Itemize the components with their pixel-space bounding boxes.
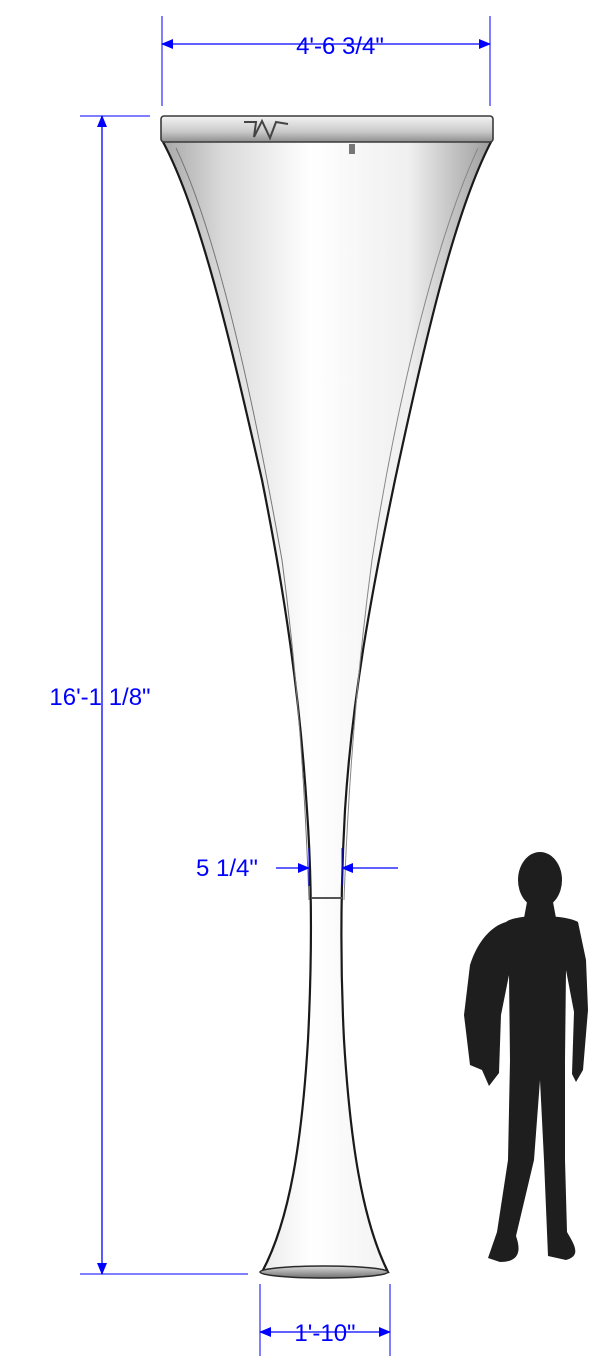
dimension-top-width: 4'-6 3/4" — [161, 16, 491, 106]
rim-detail — [349, 144, 355, 154]
tapered-column-icon — [160, 115, 494, 1279]
top-width-label: 4'-6 3/4" — [296, 33, 384, 60]
column-contour-right — [343, 147, 479, 901]
dimension-neck-width: 5 1/4" — [196, 848, 398, 886]
column-base — [259, 1265, 389, 1279]
column-contour-left — [175, 147, 310, 901]
human-silhouette-icon — [464, 852, 588, 1262]
base-width-label: 1'-10" — [294, 1320, 355, 1347]
dimension-base-width: 1'-10" — [259, 1284, 391, 1356]
rim-mark — [244, 118, 289, 141]
column-rim — [160, 115, 494, 143]
height-label: 16'-1 1/8" — [49, 684, 150, 711]
neck-width-label: 5 1/4" — [196, 855, 258, 882]
dimension-height: 16'-1 1/8" — [49, 115, 248, 1275]
column-body — [160, 138, 494, 1274]
